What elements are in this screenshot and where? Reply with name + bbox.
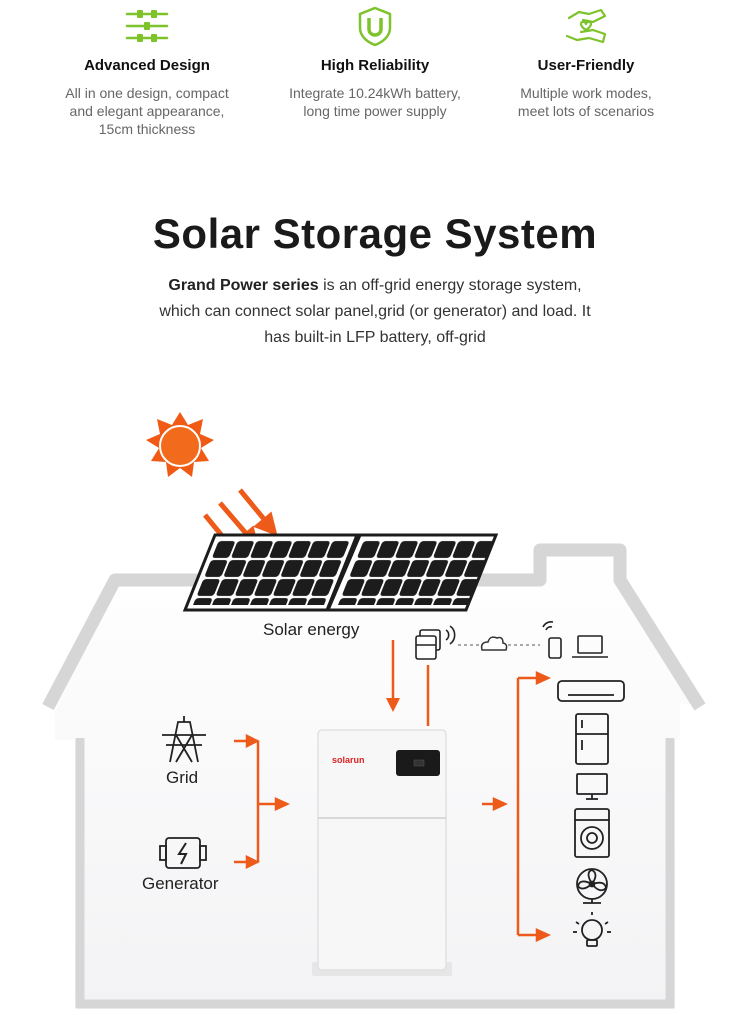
solar-energy-label: Solar energy — [263, 620, 360, 639]
monitor-module-icon — [415, 625, 456, 660]
feature-description: Integrate 10.24kWh battery, long time po… — [255, 84, 495, 120]
power-tower-icon — [162, 716, 206, 763]
shield-u-icon — [358, 6, 392, 46]
brand-logo: solarun — [332, 755, 365, 765]
input-arrows — [234, 733, 291, 870]
feature-title: High Reliability — [320, 57, 430, 74]
phone-icon — [542, 621, 562, 659]
cloud-icon — [480, 636, 508, 651]
feature-high-reliability: High Reliability Integrate 10.24kWh batt… — [255, 0, 495, 120]
feature-line: Multiple work modes, — [520, 85, 652, 101]
light-bulb-icon — [573, 912, 611, 947]
feature-description: All in one design, compact and elegant a… — [27, 84, 267, 138]
feature-title: Advanced Design — [84, 57, 210, 74]
energy-storage-unit — [312, 729, 452, 976]
fan-icon — [576, 868, 608, 904]
feature-title: User-Friendly — [537, 57, 635, 74]
generator-label: Generator — [142, 874, 219, 893]
grid-label: Grid — [166, 768, 199, 787]
connector-lines-icon — [125, 10, 169, 42]
feature-line: Integrate 10.24kWh battery, — [289, 85, 461, 101]
description-text: is an off-grid energy storage system, — [318, 277, 582, 294]
feature-line: All in one design, compact — [65, 85, 229, 101]
solar-arrow — [386, 640, 430, 726]
generator-icon — [159, 837, 207, 869]
description-text: which can connect solar panel,grid (or g… — [159, 303, 591, 320]
feature-line: meet lots of scenarios — [517, 103, 655, 119]
feature-line: 15cm thickness — [98, 121, 196, 137]
sun-icon — [146, 412, 214, 477]
series-name: Grand Power series — [168, 277, 319, 294]
laptop-icon — [572, 635, 608, 658]
washing-machine-icon — [574, 808, 610, 858]
feature-line: long time power supply — [303, 103, 447, 119]
output-arrows — [482, 671, 552, 942]
system-diagram: solarun — [42, 412, 706, 1009]
solar-panel-left — [182, 533, 360, 612]
page-title: Solar Storage System — [152, 210, 598, 257]
solar-panel-right — [325, 533, 499, 612]
air-conditioner-icon — [557, 680, 625, 702]
feature-description: Multiple work modes, meet lots of scenar… — [466, 84, 706, 120]
hands-heart-icon — [565, 8, 607, 44]
feature-user-friendly: User-Friendly Multiple work modes, meet … — [466, 0, 706, 120]
tv-icon — [576, 773, 608, 800]
features-row: Advanced Design All in one design, compa… — [0, 0, 750, 160]
description-text: has built-in LFP battery, off-grid — [264, 329, 486, 346]
feature-advanced-design: Advanced Design All in one design, compa… — [27, 0, 267, 138]
page-description: Grand Power series is an off-grid energy… — [120, 273, 630, 351]
feature-line: and elegant appearance, — [69, 103, 225, 119]
refrigerator-icon — [575, 713, 609, 765]
